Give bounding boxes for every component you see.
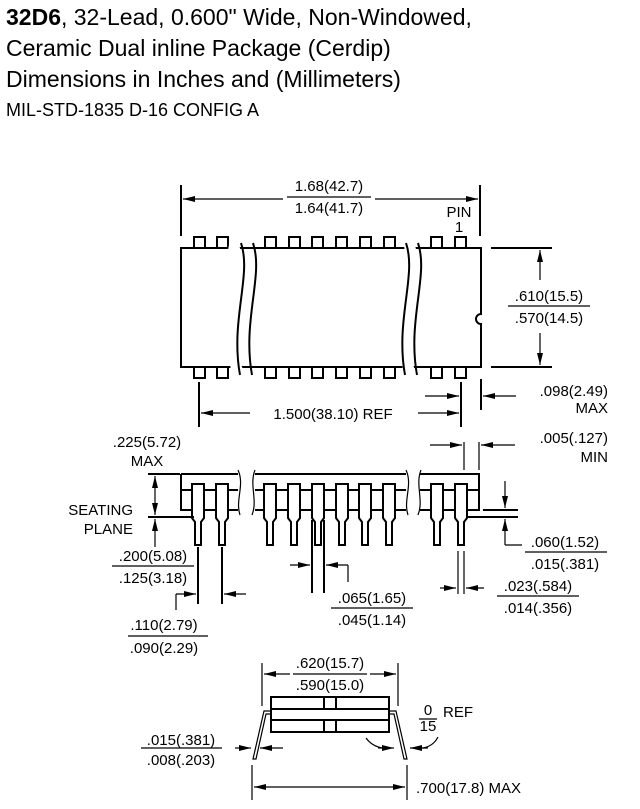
lead [382,483,396,546]
shoulder-width-min-label: .045(1.14) [338,612,406,629]
angle-max-label: 15 [420,718,437,735]
end-lead-left [252,710,271,760]
standoff-max-label: .060(1.52) [531,534,599,551]
top-view: 1.68(42.7) 1.64(41.7) PIN 1 [180,178,608,427]
pin [335,236,348,249]
pin [383,236,396,249]
body-segment-middle [255,473,406,511]
lead [335,483,349,546]
title-standard: MIL-STD-1835 D-16 CONFIG A [6,100,260,120]
standoff-min-label: .015(.381) [531,556,599,573]
body-segment-left [180,473,238,511]
side-view: .225(5.72) MAX SEATING [68,430,608,657]
end-body-lid [270,696,390,710]
seating-plane-label-b: PLANE [84,521,133,538]
title-line-1: 32D6, 32-Lead, 0.600" Wide, Non-Windowed… [6,3,472,31]
body-width-max-label: .620(15.7) [296,655,364,672]
end-lead-max-note: MAX [575,400,608,417]
lead [311,483,325,546]
lead [454,483,468,546]
lead-pitch-max-label: .110(2.79) [130,617,197,634]
overall-width-label: .700(17.8) MAX [416,780,521,797]
body-segment-right [420,473,480,511]
angle-min-label: 0 [424,702,432,719]
pin [193,366,206,379]
shoulder-width-max-label: .065(1.65) [338,590,406,607]
lead [287,483,301,546]
pin [335,366,348,379]
lead-length-min-label: .125(3.18) [119,570,187,587]
pin [430,366,443,379]
lead [430,483,444,546]
part-code: 32D6 [6,4,61,30]
pin [264,236,277,249]
pin [264,366,277,379]
pin [288,366,301,379]
pin [193,236,206,249]
seating-plane-label-a: SEATING [68,502,133,519]
height-max-label: .225(5.72) [113,434,181,451]
title-line-1-rest: , 32-Lead, 0.600" Wide, Non-Windowed, [60,4,472,30]
pin [454,366,467,379]
top-pin-row [193,236,467,249]
end-gap-min-label: .005(.127) [540,430,608,447]
end-lead-max-label: .098(2.49) [540,383,608,400]
pin1-label-b: 1 [455,219,463,236]
height-max-note: MAX [131,453,164,470]
package-body-outline [180,247,482,368]
end-body-base [270,719,390,733]
pin-span-label: 1.500(38.10) REF [273,406,392,423]
pin [359,236,372,249]
lead [263,483,277,546]
side-leads [191,483,468,546]
angle-note: REF [443,704,473,721]
lead-thick-min-label: .008(.203) [147,752,215,769]
body-width-min-label: .590(15.0) [296,677,364,694]
bottom-pin-row [193,366,467,379]
pin [311,236,324,249]
lead-pitch-min-label: .090(2.29) [130,640,198,657]
lead [358,483,372,546]
end-gap-min-note: MIN [581,449,609,466]
break-lines [228,236,423,381]
length-max-label: 1.68(42.7) [295,178,363,195]
lead-length-max-label: .200(5.08) [119,548,187,565]
width-min-label: .570(14.5) [515,310,583,327]
pin [288,236,301,249]
length-min-label: 1.64(41.7) [295,200,363,217]
end-lead-right [389,710,408,760]
lead-width-min-label: .014(.356) [504,600,572,617]
pin [454,236,467,249]
pin [311,366,324,379]
lead-width-max-label: .023(.584) [504,578,572,595]
end-body-middle [270,708,390,721]
pin [383,366,396,379]
pin [430,236,443,249]
pin [216,236,229,249]
lead [191,483,205,546]
title-line-3: Dimensions in Inches and (Millimeters) [6,66,401,92]
title-line-2: Ceramic Dual inline Package (Cerdip) [6,35,391,61]
lead-thick-max-label: .015(.381) [147,732,215,749]
lead [215,483,229,546]
pin1-label-a: PIN [446,204,471,221]
width-max-label: .610(15.5) [515,288,583,305]
end-view: .620(15.7) .590(15.0) .015(.381) .008(.2… [141,655,521,800]
pin [359,366,372,379]
pin [216,366,229,379]
